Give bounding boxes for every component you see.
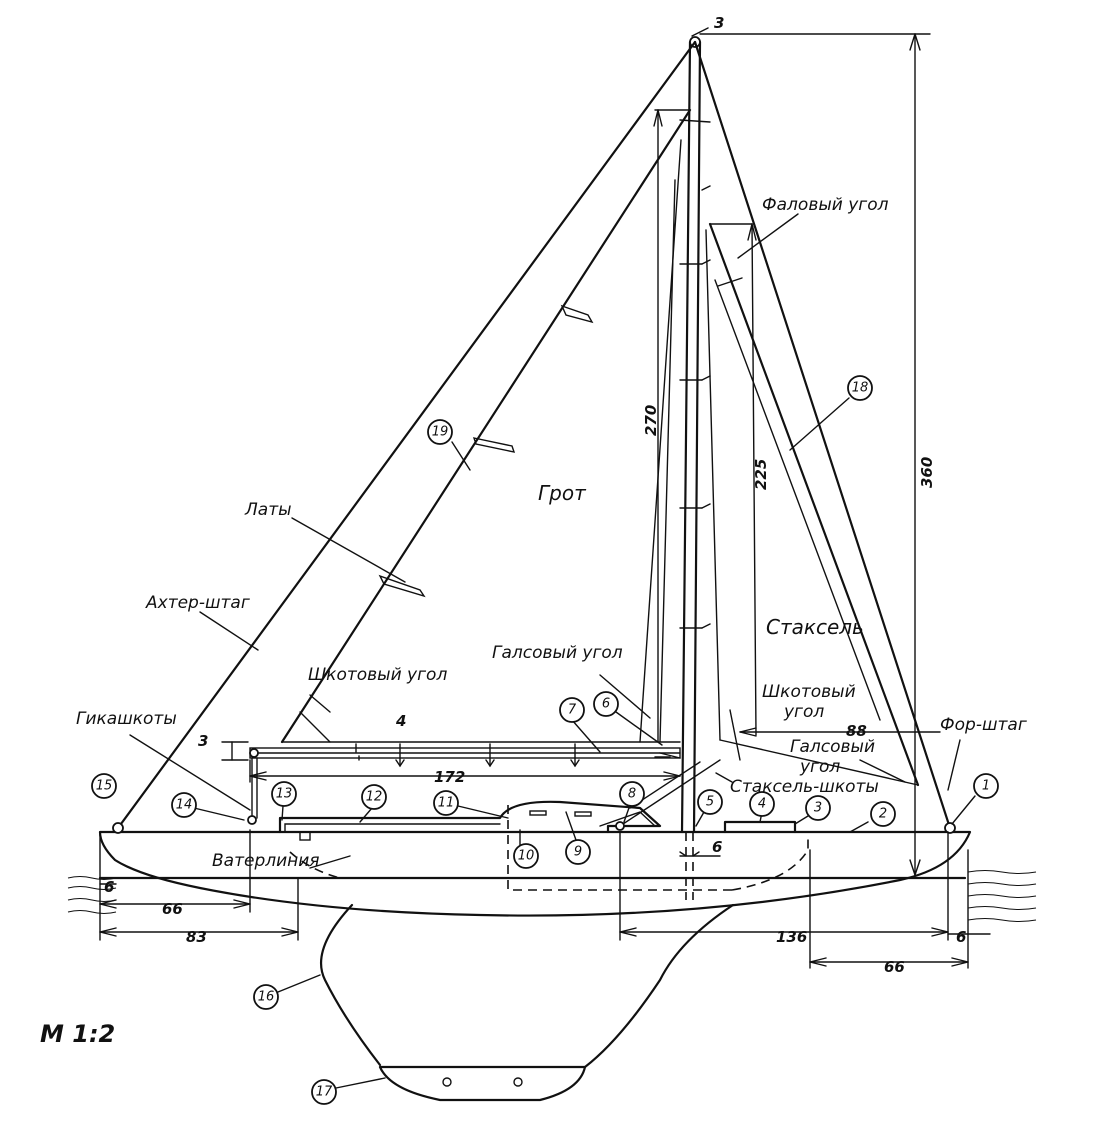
callout-2: 2 [879, 807, 887, 822]
label-clew-main: Шкотовый угол [308, 665, 447, 685]
mast [679, 36, 711, 900]
label-battens: Латы [244, 500, 292, 520]
label-halyard-corner: Фаловый угол [762, 195, 889, 215]
dim-4: 4 [395, 712, 406, 730]
label-waterline: Ватерлиния [212, 851, 320, 871]
dim-66-left: 66 [162, 900, 183, 918]
callout-1: 1 [982, 779, 990, 794]
label-backstay: Ахтер-штаг [145, 593, 250, 613]
dim-6-left: 6 [104, 878, 114, 896]
keel [320, 903, 735, 1102]
label-tack-jib-1: Галсовый [790, 737, 875, 757]
dim-172: 172 [434, 768, 465, 786]
text-labels: Фаловый угол Грот Латы Ахтер-штаг Шкотов… [40, 195, 1027, 1048]
callout-5: 5 [706, 795, 714, 810]
callout-19: 19 [432, 425, 449, 440]
label-mainsheets: Гикашкоты [76, 709, 177, 729]
mainsail [280, 108, 692, 744]
rigging [112, 40, 956, 834]
dimension-lines [99, 27, 991, 969]
callout-16: 16 [258, 990, 275, 1005]
dim-136: 136 [776, 928, 807, 946]
dim-66-right: 66 [884, 958, 905, 976]
label-tack-jib-2: угол [799, 757, 840, 777]
callout-18: 18 [852, 381, 869, 396]
backstay-line [116, 40, 697, 830]
dim-3-boom: 3 [198, 732, 208, 750]
callout-9: 9 [574, 845, 582, 860]
callout-6: 6 [602, 697, 610, 712]
callout-4: 4 [758, 797, 766, 812]
leader-lines [129, 213, 961, 869]
dim-83: 83 [186, 928, 207, 946]
callout-8: 8 [628, 787, 636, 802]
callout-11: 11 [438, 796, 455, 811]
boom [249, 747, 681, 759]
dimension-values: 3 360 270 225 172 88 4 3 6 6 66 83 136 6… [104, 14, 966, 976]
callout-12: 12 [366, 790, 383, 805]
dim-225: 225 [752, 459, 770, 490]
jib-sheet-line [619, 759, 721, 827]
forestay-line [693, 40, 952, 830]
jib [705, 222, 920, 787]
hull [98, 805, 972, 917]
label-tack-main: Галсовый угол [492, 643, 623, 663]
dim-3-top: 3 [714, 14, 724, 32]
callout-10: 10 [518, 849, 535, 864]
label-forestay: Фор-штаг [940, 715, 1027, 735]
label-jib-sheets: Стаксель-шкоты [730, 777, 879, 797]
callout-14: 14 [176, 798, 193, 813]
dim-270: 270 [642, 405, 660, 436]
scale-label: М 1:2 [40, 1020, 115, 1048]
dim-88: 88 [846, 722, 867, 740]
callout-3: 3 [814, 801, 822, 816]
callout-13: 13 [276, 787, 293, 802]
water-surface [67, 870, 1037, 922]
dim-360: 360 [918, 457, 936, 488]
dim-6-mast: 6 [712, 838, 722, 856]
label-clew-jib-1: Шкотовый [762, 682, 856, 702]
callout-7: 7 [568, 703, 577, 718]
label-clew-jib-2: угол [783, 702, 824, 722]
dim-6-right: 6 [956, 928, 966, 946]
callout-17: 17 [316, 1085, 333, 1100]
label-jib: Стаксель [766, 615, 864, 639]
label-mainsail: Грот [538, 481, 587, 505]
callout-15: 15 [96, 779, 113, 794]
callouts: 1 2 3 4 5 6 7 8 9 10 11 12 13 14 15 16 1… [91, 375, 999, 1105]
